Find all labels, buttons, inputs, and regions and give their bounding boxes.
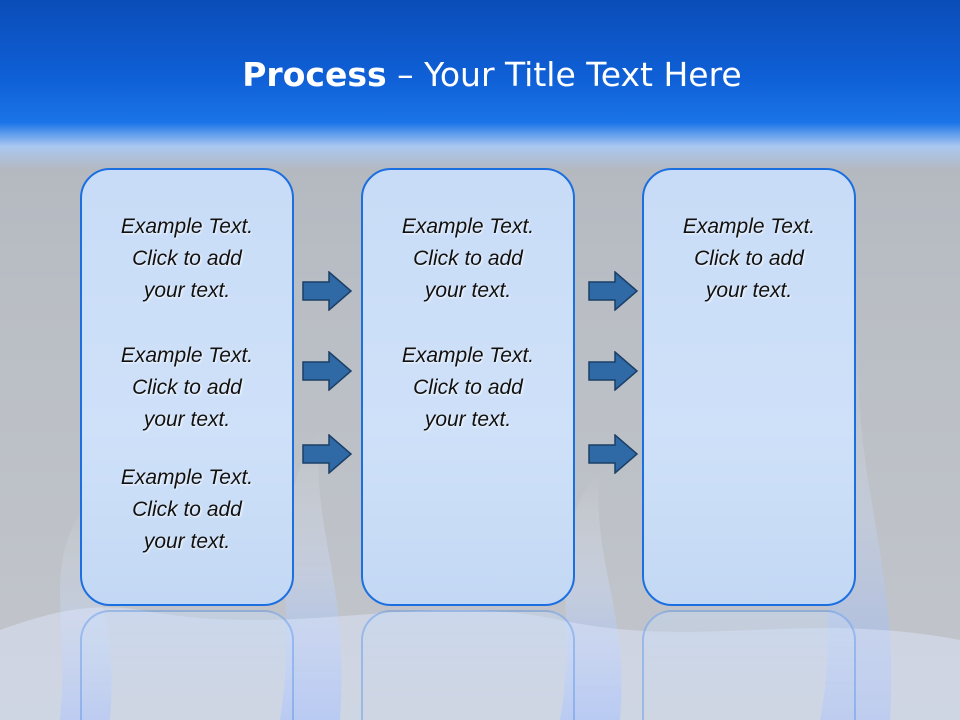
process-box-3[interactable] xyxy=(642,168,856,606)
text-placeholder[interactable]: Example Text. Click to add your text. xyxy=(120,215,254,302)
title-banner xyxy=(0,0,960,170)
column-2-reflection xyxy=(361,610,575,720)
arrow-right-icon xyxy=(302,351,352,391)
text-placeholder[interactable]: Example Text. Click to add your text. xyxy=(401,344,535,431)
arrow-right-icon xyxy=(588,434,638,474)
column-3-reflection xyxy=(642,610,856,720)
arrow-right-icon xyxy=(302,271,352,311)
arrow-right-icon xyxy=(588,271,638,311)
column-1-reflection xyxy=(80,610,294,720)
slide-title[interactable]: Process – Your Title Text Here xyxy=(0,52,960,98)
text-placeholder[interactable]: Example Text. Click to add your text. xyxy=(682,215,816,302)
title-rest: – Your Title Text Here xyxy=(386,55,742,94)
arrow-right-icon xyxy=(302,434,352,474)
process-box-2[interactable] xyxy=(361,168,575,606)
arrow-right-icon xyxy=(588,351,638,391)
text-placeholder[interactable]: Example Text. Click to add your text. xyxy=(401,215,535,302)
text-placeholder[interactable]: Example Text. Click to add your text. xyxy=(120,466,254,553)
title-bold: Process xyxy=(242,55,387,94)
process-box-1[interactable] xyxy=(80,168,294,606)
text-placeholder[interactable]: Example Text. Click to add your text. xyxy=(120,344,254,431)
